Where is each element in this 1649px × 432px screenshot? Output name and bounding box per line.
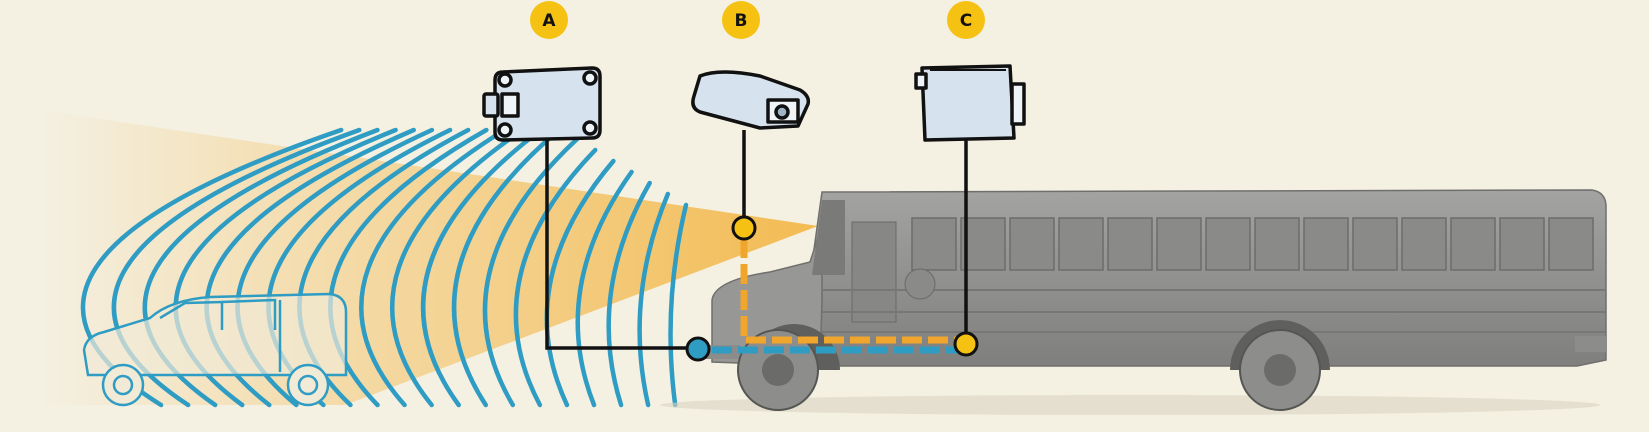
camera-unit-icon <box>691 70 811 130</box>
radar-wave-arc <box>513 147 598 408</box>
data-link-orange <box>740 238 966 344</box>
bus-window <box>1254 217 1300 271</box>
radar-connection-node <box>685 336 711 362</box>
bus-window <box>960 217 1006 271</box>
module-connection-node <box>953 331 979 357</box>
bus-window <box>1352 217 1398 271</box>
radar-sensor-icon <box>482 66 602 142</box>
marker-b-label: B <box>735 11 748 31</box>
radar-wave-arc <box>482 136 580 408</box>
radar-wave-arc <box>637 191 671 408</box>
radar-wave-arc <box>420 127 544 408</box>
bus-window <box>1499 217 1545 271</box>
control-module-icon <box>914 64 1026 142</box>
pickup-truck <box>82 292 348 407</box>
wiring <box>545 130 968 354</box>
bus-window <box>1009 217 1055 271</box>
radar-wave-arc <box>389 127 525 408</box>
marker-a-label: A <box>542 11 556 31</box>
marker-a: A <box>530 1 568 39</box>
marker-b: B <box>722 1 760 39</box>
bus-window <box>1156 217 1202 271</box>
wire-a <box>545 138 698 350</box>
camera-connection-node <box>731 215 757 241</box>
radar-wave-arc <box>328 127 489 408</box>
bus-window <box>1303 217 1349 271</box>
bus-window <box>1450 217 1496 271</box>
radar-wave-arc <box>668 202 689 408</box>
bus-windows <box>911 217 1594 271</box>
bus-window <box>1058 217 1104 271</box>
bus-window <box>1205 217 1251 271</box>
bus-window <box>911 217 957 271</box>
bus-window <box>1548 217 1594 271</box>
marker-c: C <box>947 1 985 39</box>
radar-wave-arc <box>359 127 507 408</box>
marker-c-label: C <box>960 11 972 31</box>
bus-window <box>1107 217 1153 271</box>
radar-wave-arc <box>575 169 634 408</box>
radar-wave-arc <box>606 180 652 408</box>
radar-wave-arc <box>451 127 562 408</box>
radar-wave-arc <box>544 158 616 408</box>
bus-window <box>1401 217 1447 271</box>
